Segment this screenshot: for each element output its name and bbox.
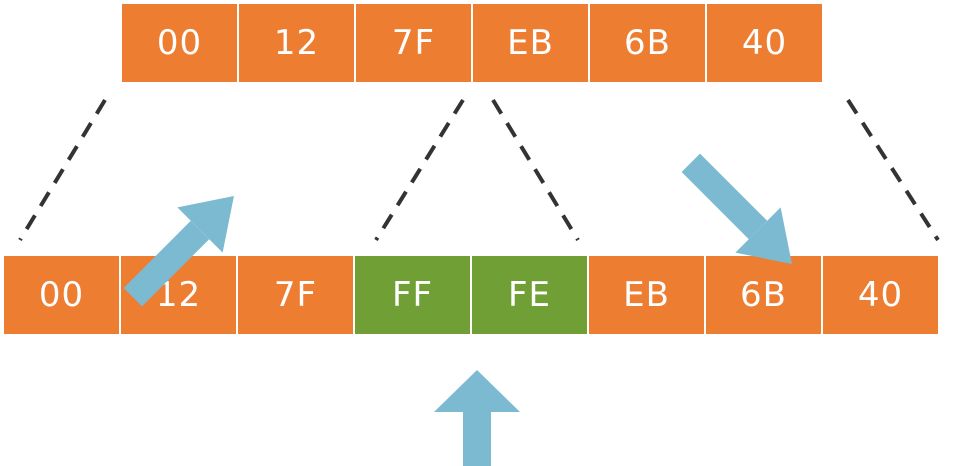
bottom-byte-cell: EB bbox=[589, 256, 704, 334]
bottom-byte-cell: 6B bbox=[706, 256, 821, 334]
top-byte-cell: EB bbox=[473, 4, 588, 82]
dashed-guide-line bbox=[491, 98, 580, 242]
original-byte-row: 00 12 7F EB 6B 40 bbox=[122, 4, 822, 82]
top-byte-cell: 40 bbox=[707, 4, 822, 82]
bottom-byte-cell: 12 bbox=[121, 256, 236, 334]
top-byte-cell: 12 bbox=[239, 4, 354, 82]
inserted-byte-cell: FE bbox=[472, 256, 587, 334]
bottom-byte-cell: 40 bbox=[823, 256, 938, 334]
bottom-byte-cell: 00 bbox=[4, 256, 119, 334]
dashed-guide-line bbox=[18, 98, 107, 242]
top-byte-cell: 6B bbox=[590, 4, 705, 82]
top-byte-cell: 00 bbox=[122, 4, 237, 82]
top-byte-cell: 7F bbox=[356, 4, 471, 82]
dashed-guide-line bbox=[846, 98, 940, 242]
bottom-byte-cell: 7F bbox=[238, 256, 353, 334]
result-byte-row: 00 12 7F FF FE EB 6B 40 bbox=[4, 256, 938, 334]
dashed-guide-line bbox=[374, 98, 465, 242]
inserted-byte-cell: FF bbox=[355, 256, 470, 334]
arrow-up-icon bbox=[434, 370, 520, 466]
